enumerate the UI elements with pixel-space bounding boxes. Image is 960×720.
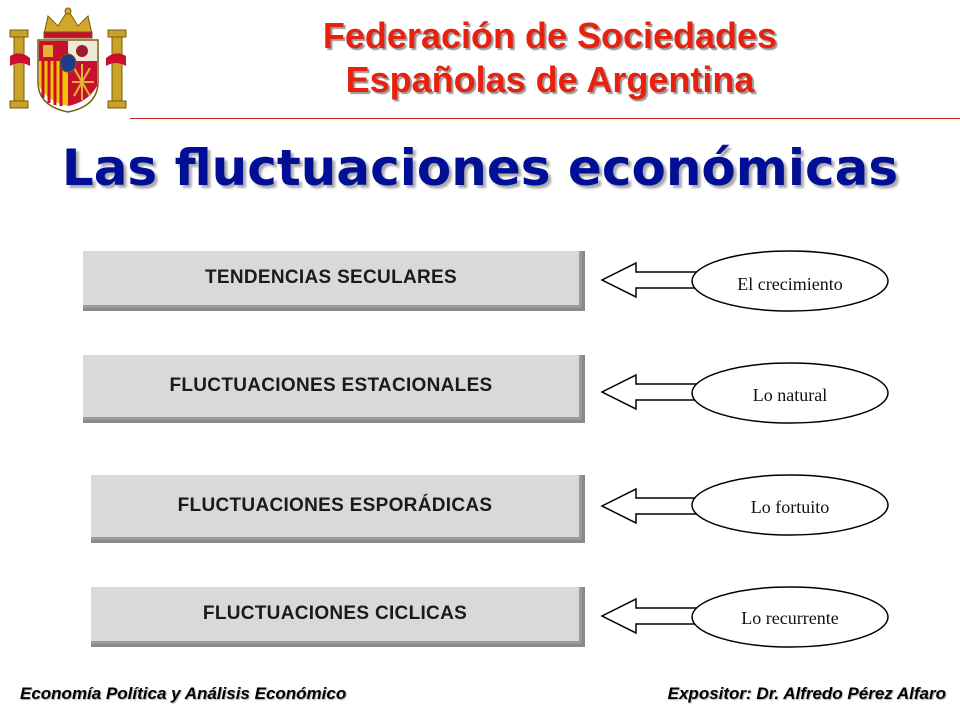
concept-box-4: FLUCTUACIONES CICLICAS <box>88 584 582 644</box>
organization-name-line1: Federación de Sociedades <box>322 15 778 56</box>
slide-title: Las fluctuaciones económicas <box>61 139 899 197</box>
concept-box-2: FLUCTUACIONES ESTACIONALES <box>80 352 582 420</box>
header-divider <box>130 118 960 119</box>
meaning-ellipse-2 <box>691 362 889 424</box>
meaning-label-2: Lo natural <box>752 385 828 405</box>
meaning-label-4: Lo recurrente <box>741 608 839 628</box>
left-arrow-icon <box>600 261 699 299</box>
footer-presenter: Expositor: Dr. Alfredo Pérez Alfaro <box>667 684 946 703</box>
meaning-label-3: Lo fortuito <box>750 497 830 517</box>
concept-box-1: TENDENCIAS SECULARES <box>80 248 582 308</box>
left-arrow-icon <box>600 487 699 525</box>
organization-name-line2: Españolas de Argentina <box>345 59 755 100</box>
meaning-ellipse-4 <box>691 586 889 648</box>
footer-course-name: Economía Política y Análisis Económico <box>20 684 347 703</box>
meaning-ellipse-3 <box>691 474 889 536</box>
left-arrow-icon <box>600 597 699 635</box>
spanish-coat-of-arms-icon <box>9 7 127 113</box>
left-arrow-icon <box>600 373 699 411</box>
meaning-ellipse-1 <box>691 250 889 312</box>
concept-box-3: FLUCTUACIONES ESPORÁDICAS <box>88 472 582 540</box>
meaning-label-1: El crecimiento <box>737 274 843 294</box>
